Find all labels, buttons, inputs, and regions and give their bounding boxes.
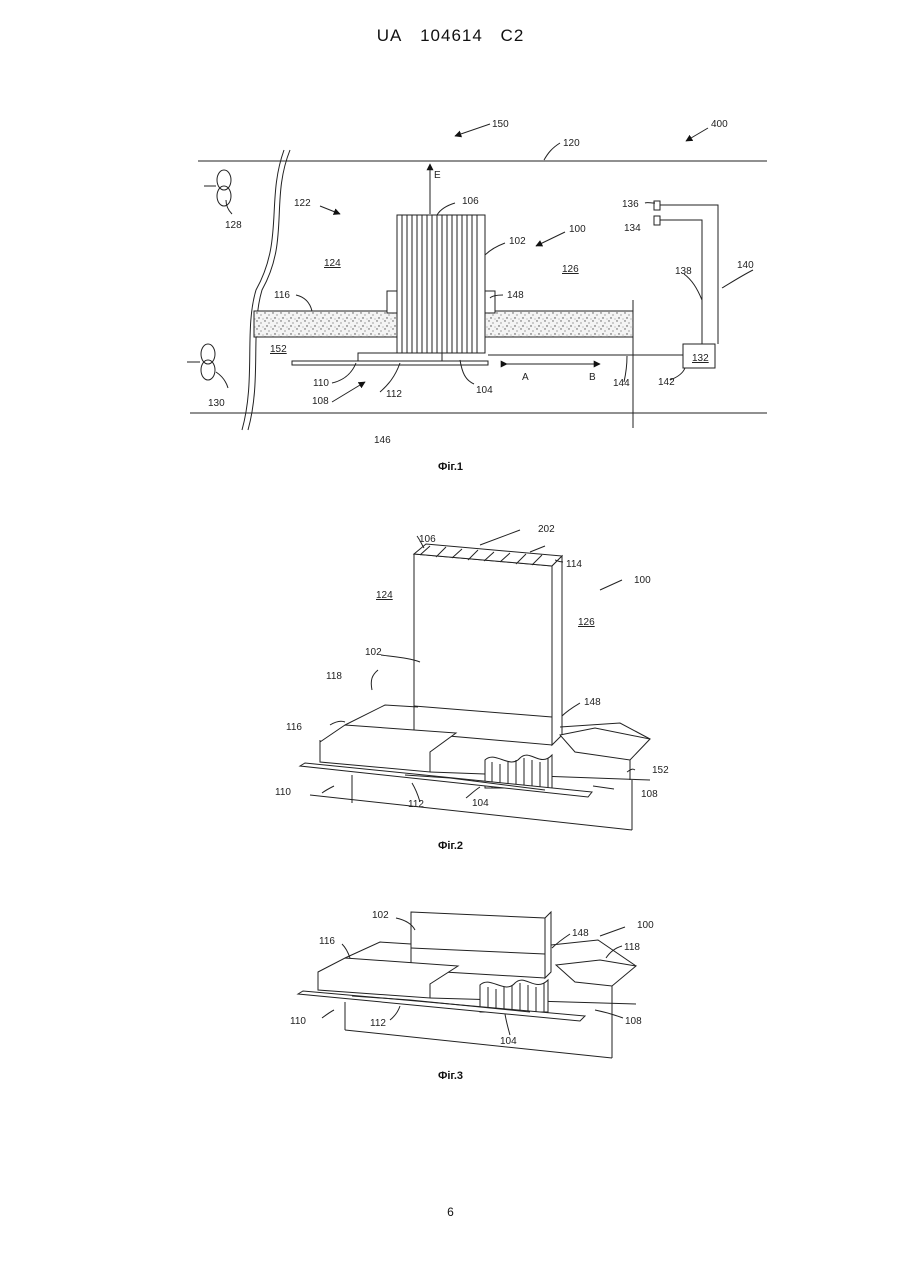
page-number: 6 [0,1205,901,1219]
panel-side [545,912,551,978]
label-116: 116 [319,936,335,947]
label-118: 118 [624,942,640,953]
figure-3-caption: Фіг.3 [0,1070,901,1082]
floor-far-edge [345,942,411,958]
label-102: 102 [372,910,389,921]
label-112: 112 [370,1018,386,1029]
label-104: 104 [500,1036,517,1047]
label-110: 110 [290,1016,306,1027]
tile-118 [556,960,636,986]
label-148: 148 [572,928,589,939]
label-100: 100 [637,920,654,931]
label-108: 108 [625,1016,642,1027]
figure-3-drawing: 102 100 148 118 116 110 112 108 104 [0,0,901,1070]
